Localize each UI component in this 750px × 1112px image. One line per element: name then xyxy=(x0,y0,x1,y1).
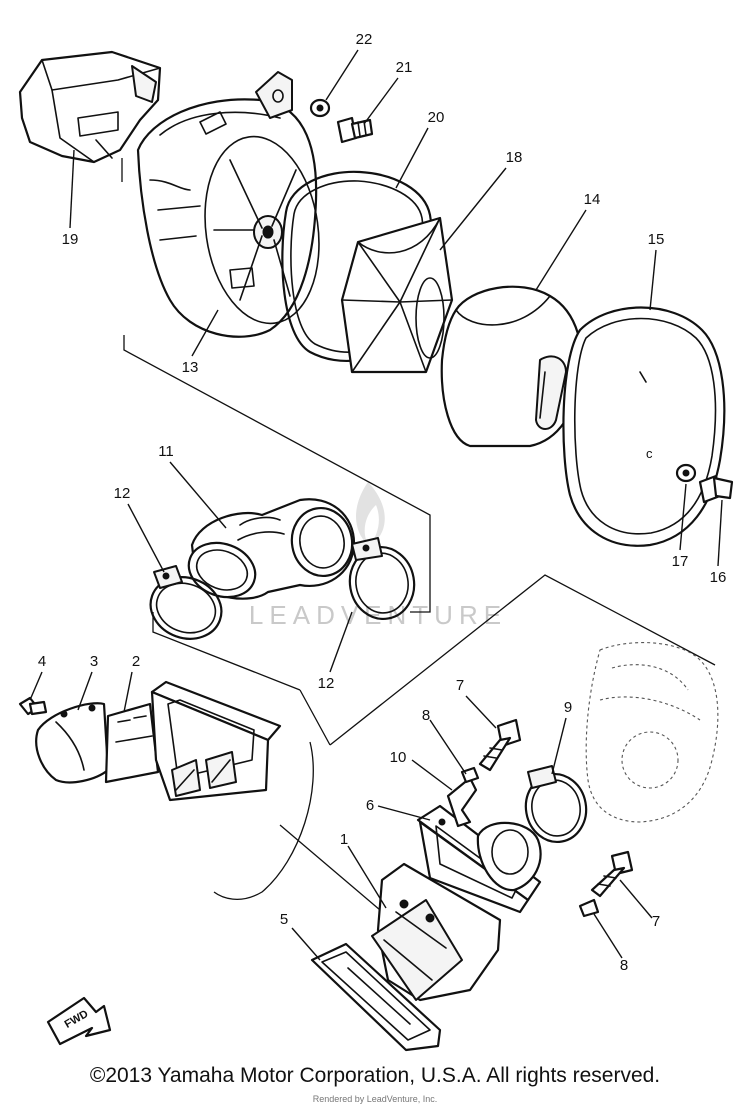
lock-washer-part-8-upper xyxy=(460,766,480,784)
joint-group-boundary-link xyxy=(299,689,331,746)
callout-13: 13 xyxy=(182,359,199,376)
reed-valve-assembly-part-1 xyxy=(371,862,502,1002)
callout-1: 1 xyxy=(340,831,348,848)
callout-11: 11 xyxy=(158,443,174,460)
watermark-flame-logo xyxy=(356,482,385,546)
callout-6: 6 xyxy=(366,797,374,814)
air-cleaner-element-part-14 xyxy=(440,285,583,448)
callout-17: 17 xyxy=(672,553,689,570)
engine-group-boundary xyxy=(329,574,716,746)
assembly-boundary-lines xyxy=(121,158,716,911)
screw-part-4 xyxy=(18,696,48,716)
bolt-part-16 xyxy=(698,474,734,504)
hose-clamp-part-12-right xyxy=(348,537,416,620)
engine-reference-outline xyxy=(585,642,719,823)
joint-group-boundary-left xyxy=(152,612,301,691)
lock-washer-part-8-lower xyxy=(578,898,600,918)
callout-4: 4 xyxy=(38,653,46,670)
leadventure-watermark: LEADVENTURE xyxy=(249,482,507,630)
reed-valve-plate-assembly xyxy=(150,680,282,802)
washer-part-22 xyxy=(309,98,331,118)
callout-15: 15 xyxy=(648,231,665,248)
reed-gasket-part-5 xyxy=(310,942,442,1052)
bolt-part-7-upper xyxy=(478,718,522,772)
callout-8-upper: 8 xyxy=(422,707,430,724)
callout-9: 9 xyxy=(564,699,572,716)
carburetor-joint-part-11 xyxy=(187,498,356,600)
callout-18: 18 xyxy=(506,149,523,166)
air-guard-part-19 xyxy=(18,50,162,164)
reed-group-boundary-line xyxy=(279,824,381,911)
callout-10: 10 xyxy=(390,749,407,766)
bolt-part-21 xyxy=(336,116,374,144)
callout-2: 2 xyxy=(132,653,140,670)
intake-manifold-part-6 xyxy=(416,804,542,914)
callout-12-upper: 12 xyxy=(114,485,131,502)
air-box-group-boundary xyxy=(123,335,431,613)
callout-8-lower: 8 xyxy=(620,957,628,974)
callout-7-upper: 7 xyxy=(456,677,464,694)
callout-21: 21 xyxy=(396,59,413,76)
clamp-part-9 xyxy=(524,765,588,843)
callout-19: 19 xyxy=(62,231,79,248)
cap-center-mark: c xyxy=(646,446,653,461)
air-cleaner-case-part-13 xyxy=(136,71,320,338)
callout-16: 16 xyxy=(710,569,727,586)
callout-leader-lines xyxy=(29,49,723,961)
reed-valve-stopper-part-3 xyxy=(35,702,110,784)
rendered-by-credit: Rendered by LeadVenture, Inc. xyxy=(312,1094,438,1104)
case-cap-part-15: c xyxy=(562,306,726,547)
callout-12-lower: 12 xyxy=(318,675,335,692)
callout-20: 20 xyxy=(428,109,445,126)
callout-5: 5 xyxy=(280,911,288,928)
callout-3: 3 xyxy=(90,653,98,670)
reed-valve-part-2 xyxy=(104,702,160,784)
element-guide-part-18 xyxy=(340,216,454,374)
hose-clamp-part-12-left xyxy=(149,565,223,640)
bolt-part-7-lower xyxy=(590,850,634,898)
washer-part-17 xyxy=(675,463,697,483)
callout-14: 14 xyxy=(584,191,601,208)
copyright-notice: ©2013 Yamaha Motor Corporation, U.S.A. A… xyxy=(89,1064,661,1087)
callout-22: 22 xyxy=(356,31,373,48)
reed-group-boundary-curve xyxy=(213,741,314,900)
callout-labels: 22 21 20 18 14 15 19 13 11 12 12 17 16 4… xyxy=(38,31,727,974)
fwd-direction-arrow: FWD xyxy=(46,996,112,1046)
watermark-text: LEADVENTURE xyxy=(249,600,507,630)
callout-7-lower: 7 xyxy=(652,913,660,930)
